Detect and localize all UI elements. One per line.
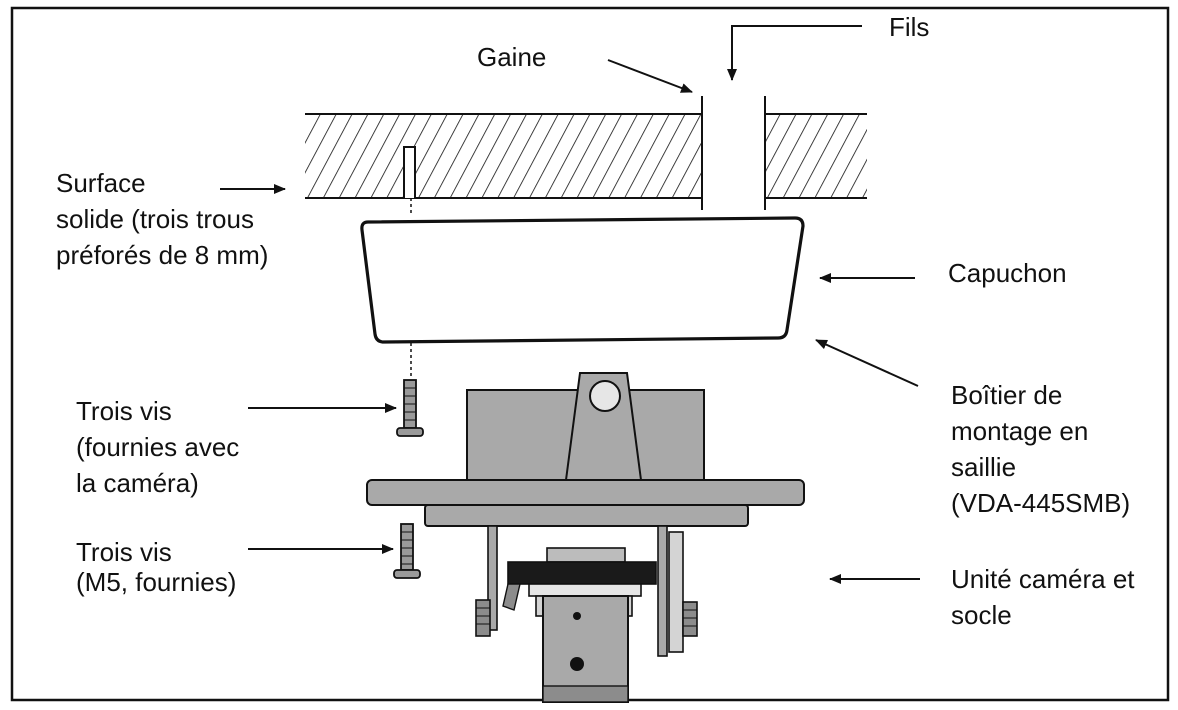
label-vis1-line3: la caméra) [76,468,199,498]
label-surface-line2: solide (trois trous [56,204,254,234]
camera-unit [475,525,698,703]
conduit [701,96,766,210]
label-vis1-line2: (fournies avec [76,432,239,462]
label-surface-line1: Surface [56,168,146,198]
label-surface-line3: préforés de 8 mm) [56,240,268,270]
surface-mount-box [366,372,805,527]
arrow-gaine [607,59,693,93]
label-gaine: Gaine [477,42,546,72]
arrow-boitier [815,339,919,387]
label-capuchon: Capuchon [948,258,1067,288]
label-vis2-line1: Trois vis [76,537,172,567]
label-boitier-line2: montage en [951,416,1088,446]
screw-icon [393,523,421,579]
label-unite-line1: Unité caméra et [951,564,1135,594]
label-fils: Fils [889,12,929,42]
label-boitier-line4: (VDA-445SMB) [951,488,1130,518]
label-vis1-line1: Trois vis [76,396,172,426]
label-boitier-line3: saillie [951,452,1016,482]
pre-drilled-hole [403,146,416,214]
arrow-fils [727,25,862,81]
cap-part [360,216,805,344]
label-vis2-line2: (M5, fournies) [76,567,236,597]
label-unite-line2: socle [951,600,1012,630]
screw-icon [396,379,424,437]
label-boitier-line1: Boîtier de [951,380,1062,410]
ceiling-surface [305,113,867,199]
